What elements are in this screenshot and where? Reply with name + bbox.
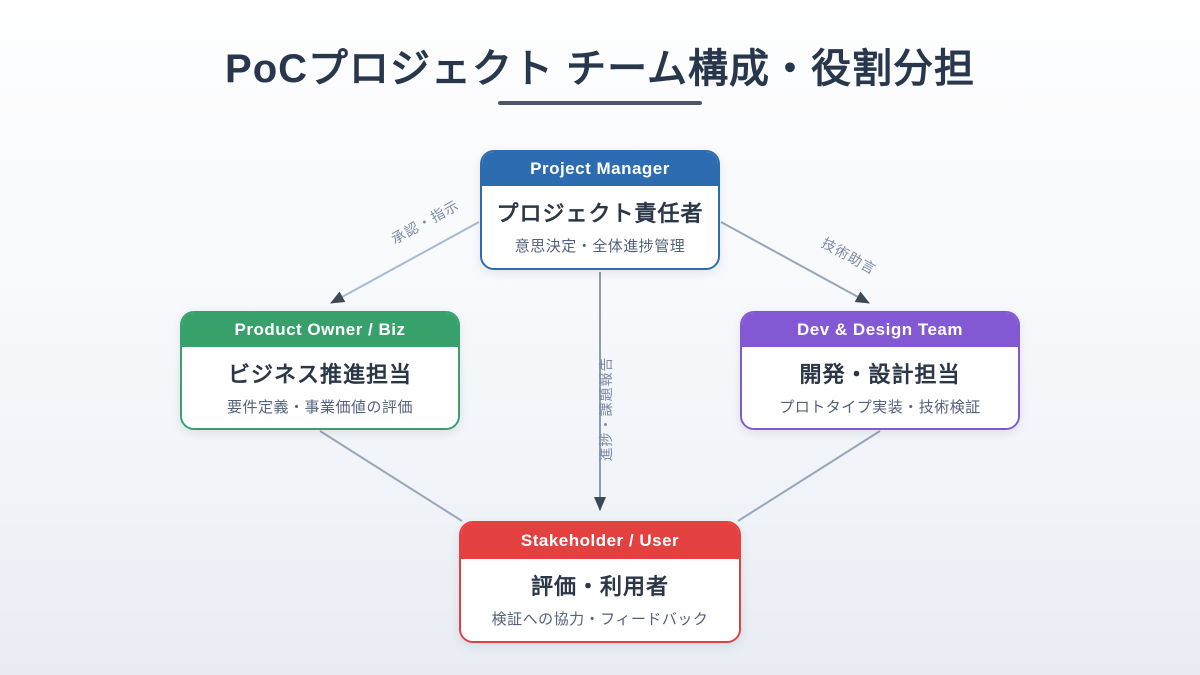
title-underline — [498, 101, 702, 105]
node-stakeholder-user: Stakeholder / User 評価・利用者 検証への協力・フィードバック — [459, 521, 741, 643]
node-product-owner-role: ビジネス推進担当 — [227, 361, 412, 387]
node-stakeholder-user-role: 評価・利用者 — [530, 574, 669, 599]
node-project-manager-desc: 意思決定・全体進捗管理 — [514, 238, 686, 255]
edge-dev-team-to-stakeholder — [737, 430, 881, 522]
node-product-owner-header: Product Owner / Biz — [182, 313, 458, 347]
node-dev-design-team-role: 開発・設計担当 — [799, 361, 961, 387]
node-product-owner-body: ビジネス推進担当 要件定義・事業価値の評価 — [182, 347, 458, 428]
node-product-owner-desc: 要件定義・事業価値の評価 — [226, 398, 413, 416]
node-stakeholder-user-header: Stakeholder / User — [461, 523, 739, 559]
node-dev-design-team-body: 開発・設計担当 プロトタイプ実装・技術検証 — [742, 347, 1018, 428]
node-stakeholder-user-body: 評価・利用者 検証への協力・フィードバック — [461, 559, 739, 641]
node-project-manager-header: Project Manager — [482, 152, 718, 186]
page-title: PoCプロジェクト チーム構成・役割分担 — [225, 47, 975, 91]
node-dev-design-team-desc: プロトタイプ実装・技術検証 — [779, 398, 981, 416]
node-project-manager-role: プロジェクト責任者 — [496, 201, 704, 226]
node-product-owner: Product Owner / Biz ビジネス推進担当 要件定義・事業価値の評… — [180, 311, 460, 430]
edge-product-owner-to-stakeholder — [319, 430, 463, 522]
node-stakeholder-user-desc: 検証への協力・フィードバック — [491, 611, 709, 628]
node-dev-design-team-header: Dev & Design Team — [742, 313, 1018, 347]
edge-pm-to-product-owner — [330, 221, 480, 304]
node-dev-design-team: Dev & Design Team 開発・設計担当 プロトタイプ実装・技術検証 — [740, 311, 1020, 430]
node-project-manager: Project Manager プロジェクト責任者 意思決定・全体進捗管理 — [480, 150, 720, 270]
edge-label-report: 進捗・課題報告 — [598, 356, 614, 462]
edge-pm-to-dev-team — [720, 221, 870, 304]
node-project-manager-body: プロジェクト責任者 意思決定・全体進捗管理 — [482, 186, 718, 268]
